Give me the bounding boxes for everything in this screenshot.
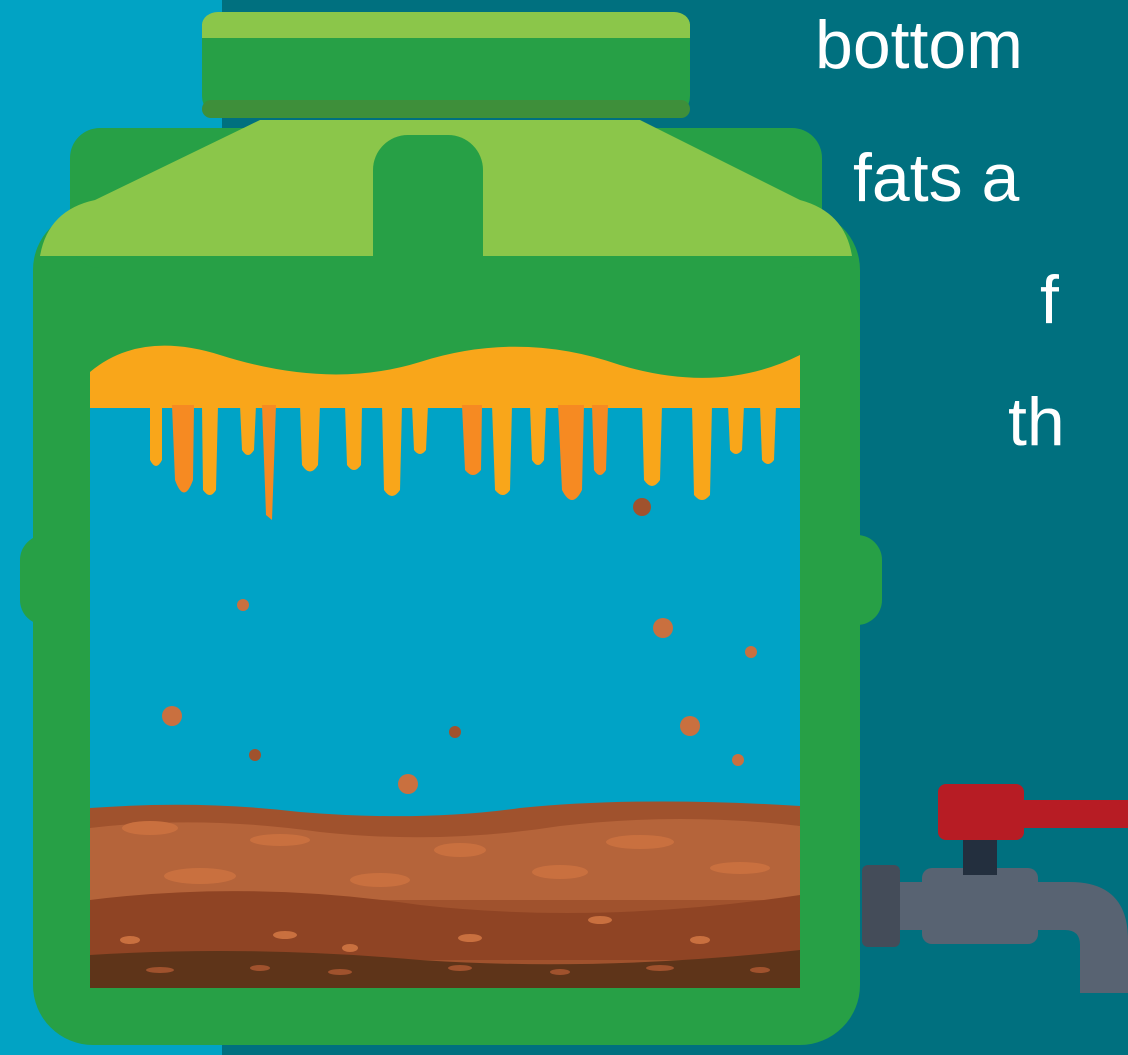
fat-scum-layer xyxy=(90,345,800,520)
suspended-particles xyxy=(162,498,757,794)
tank-lid xyxy=(202,12,690,118)
valve-handle xyxy=(938,784,1024,840)
faucet-icon xyxy=(862,784,1128,993)
sludge-layer xyxy=(90,801,800,988)
